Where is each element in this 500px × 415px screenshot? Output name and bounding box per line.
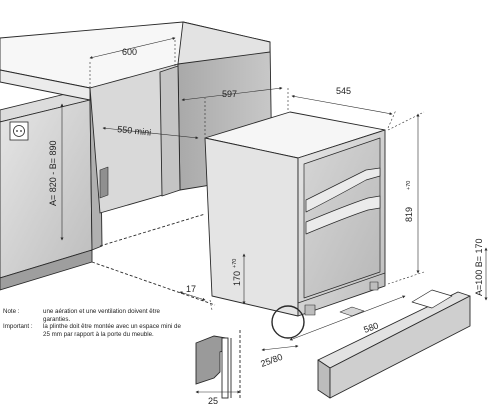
dim-plinth-height-tol: +70 bbox=[232, 259, 238, 268]
dim-niche-height: A= 820 - B= 890 bbox=[48, 140, 58, 206]
dim-detail-gap: 25 bbox=[208, 396, 218, 406]
plinth-profile-detail bbox=[195, 330, 241, 400]
dim-appliance-depth: 545 bbox=[336, 86, 351, 96]
important-row: Important : la plinthe doit être montée … bbox=[3, 323, 183, 338]
important-label: Important : bbox=[3, 323, 33, 331]
dim-appliance-height-tol: +70 bbox=[406, 181, 412, 190]
kitchen-cabinets bbox=[0, 21, 273, 306]
appliance bbox=[204, 111, 386, 317]
dim-plinth-height: 170 bbox=[232, 271, 242, 286]
dim-plinth-offset: 17 bbox=[186, 284, 196, 294]
dim-detail-offset: 25/80 bbox=[259, 352, 284, 369]
note-text: une aération et une ventilation doivent … bbox=[43, 308, 160, 323]
important-text: la plinthe doit être montée avec un espa… bbox=[43, 323, 181, 338]
note-label: Note : bbox=[3, 308, 20, 315]
dim-niche-depth-mini: 550 mini bbox=[117, 124, 152, 138]
dim-plinth-depth: 580 bbox=[362, 320, 380, 335]
installation-notes: Note : une aération et une ventilation d… bbox=[3, 308, 183, 338]
dim-appliance-height: 819 bbox=[404, 207, 414, 222]
dim-niche-width: 600 bbox=[122, 47, 137, 57]
dimension-lines bbox=[60, 37, 488, 394]
note-row: Note : une aération et une ventilation d… bbox=[3, 308, 183, 323]
power-socket-icon bbox=[9, 121, 29, 141]
dim-right-height: A=100 B= 170 bbox=[474, 238, 484, 296]
dim-appliance-width: 597 bbox=[222, 89, 237, 99]
plinth-strip bbox=[317, 289, 471, 399]
